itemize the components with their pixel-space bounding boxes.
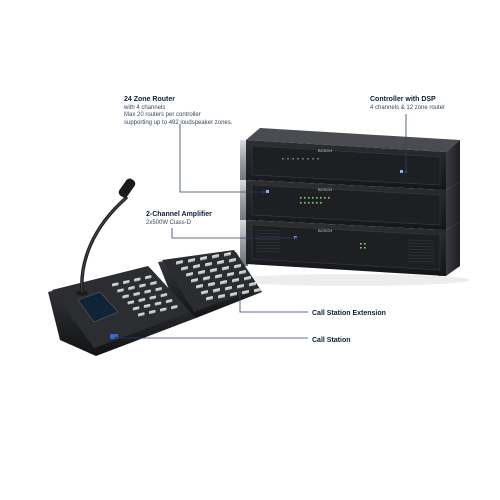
key <box>217 260 224 265</box>
key <box>244 276 251 281</box>
led-indicator <box>400 170 403 173</box>
key <box>134 277 141 282</box>
key <box>176 260 183 265</box>
key <box>117 288 124 293</box>
key <box>210 268 217 273</box>
gooseneck-microphone <box>76 178 136 296</box>
display-screen <box>77 291 119 323</box>
key <box>127 300 135 305</box>
key <box>232 278 239 283</box>
key <box>188 258 195 263</box>
router-unit: BOSCH <box>240 180 460 230</box>
key <box>191 278 198 283</box>
amplifier-line-1: 2x500W Class-D <box>146 219 192 226</box>
key <box>212 254 219 259</box>
rack-stack: BOSCH BOSCH <box>230 128 470 286</box>
key <box>254 288 261 293</box>
extension-keypad <box>176 252 261 301</box>
key <box>132 306 140 311</box>
key <box>122 294 129 299</box>
controller-callout: Controller with DSP 4 channels & 12 zone… <box>370 96 500 112</box>
key <box>206 296 213 301</box>
key <box>160 307 167 312</box>
key <box>239 270 246 275</box>
key <box>139 283 146 288</box>
callout-lines <box>114 114 408 340</box>
key <box>154 301 162 306</box>
key <box>220 280 227 285</box>
key <box>128 286 135 291</box>
extension-title: Call Station Extension <box>312 310 386 317</box>
key <box>138 312 145 317</box>
key <box>112 282 119 287</box>
key <box>196 284 203 289</box>
router-line-3: supporting up to 492 loudspeaker zones. <box>124 119 233 126</box>
router-title: 24 Zone Router <box>124 96 175 103</box>
key <box>213 288 220 293</box>
router-line-1: with 4 channels <box>124 104 166 111</box>
key <box>160 293 168 298</box>
key <box>249 282 256 287</box>
station-keypad <box>112 275 178 317</box>
key <box>181 266 188 271</box>
key <box>208 282 215 287</box>
key <box>145 275 152 280</box>
key <box>201 290 208 295</box>
controller-title: Controller with DSP <box>370 96 436 103</box>
key <box>218 294 225 299</box>
key <box>237 284 244 289</box>
key <box>198 270 205 275</box>
amplifier-unit: BOSCH <box>240 220 460 276</box>
key <box>200 256 207 261</box>
key <box>143 304 151 309</box>
call-station-extension <box>158 250 262 318</box>
key <box>171 305 178 310</box>
key <box>227 272 234 277</box>
svg-text:BOSCH: BOSCH <box>318 148 332 153</box>
key <box>205 262 212 267</box>
extension-leader-line <box>239 292 308 313</box>
vent-grille-right <box>407 239 435 263</box>
amplifier-leader-line <box>171 228 296 239</box>
key <box>155 287 162 292</box>
svg-text:BOSCH: BOSCH <box>318 228 332 233</box>
router-callout: 24 Zone Router with 4 channels Max 20 ro… <box>124 96 264 127</box>
key <box>123 280 130 285</box>
key <box>224 252 231 257</box>
key <box>230 292 237 297</box>
key <box>149 309 156 315</box>
key <box>203 276 210 281</box>
svg-text:BOSCH: BOSCH <box>318 187 332 192</box>
key <box>193 264 200 269</box>
station-title: Call Station <box>312 337 351 344</box>
vent-grille-left <box>255 229 281 253</box>
call-station <box>48 178 196 356</box>
router-leader-line <box>179 124 264 193</box>
key <box>150 281 157 286</box>
led-indicator <box>266 190 269 193</box>
controller-unit: BOSCH <box>240 128 460 190</box>
router-line-2: Max 20 routers per controller <box>124 112 201 119</box>
key <box>225 286 232 291</box>
key <box>138 298 146 303</box>
key <box>234 264 241 269</box>
station-callout: Call Station <box>312 337 452 346</box>
key <box>144 289 151 294</box>
key <box>165 299 173 304</box>
key <box>229 258 236 263</box>
extension-callout: Call Station Extension <box>312 310 452 319</box>
controller-line-1: 4 channels & 12 zone router <box>370 104 446 111</box>
key <box>222 266 229 271</box>
key <box>242 290 249 295</box>
amplifier-title: 2-Channel Amplifier <box>146 211 212 218</box>
amplifier-callout: 2-Channel Amplifier 2x500W Class-D <box>146 211 266 227</box>
key <box>186 272 193 277</box>
key <box>215 274 222 279</box>
key <box>133 292 140 297</box>
key <box>149 295 157 300</box>
